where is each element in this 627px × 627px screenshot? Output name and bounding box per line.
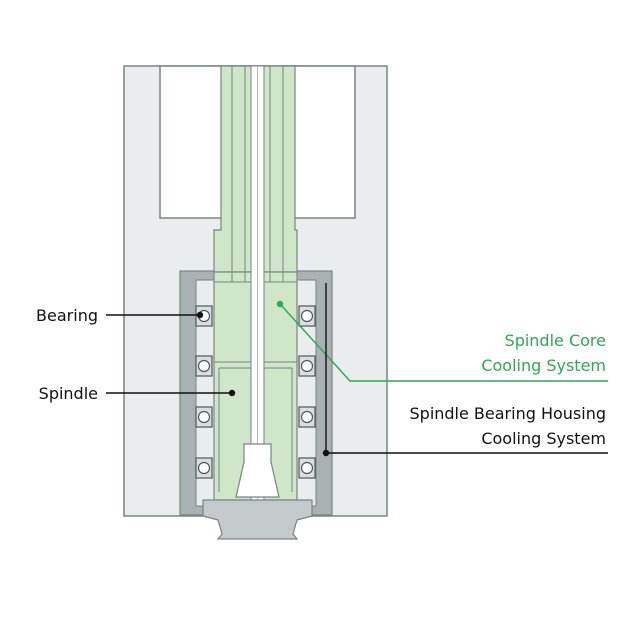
bearing-left-4	[195, 457, 213, 479]
bearings-right	[298, 305, 316, 479]
label-bearing: Bearing	[36, 306, 98, 325]
bearing-leader-dot	[196, 311, 204, 319]
bearing-right-2	[298, 355, 316, 377]
bearing-left-2	[195, 355, 213, 377]
bearings-left	[195, 305, 213, 479]
bearing-left-3	[195, 406, 213, 428]
label-spindle: Spindle	[39, 384, 98, 403]
core-cooling-leader-line	[279, 303, 608, 382]
bearing-right-1	[298, 305, 316, 327]
housing-cooling-leader-dot	[322, 449, 330, 457]
label-bearing-housing-cooling-line2: Cooling System	[481, 429, 606, 448]
core-cooling-leader-dot	[276, 300, 284, 308]
bearing-right-3	[298, 406, 316, 428]
bearing-right-4	[298, 457, 316, 479]
tool-holder-taper	[235, 443, 280, 498]
label-spindle-core-cooling-line1: Spindle Core	[505, 331, 606, 350]
spindle-leader-dot	[228, 389, 236, 397]
label-bearing-housing-cooling-line1: Spindle Bearing Housing	[410, 404, 607, 423]
label-spindle-core-cooling-line2: Cooling System	[481, 356, 606, 375]
tool-holder-flange	[202, 499, 313, 540]
